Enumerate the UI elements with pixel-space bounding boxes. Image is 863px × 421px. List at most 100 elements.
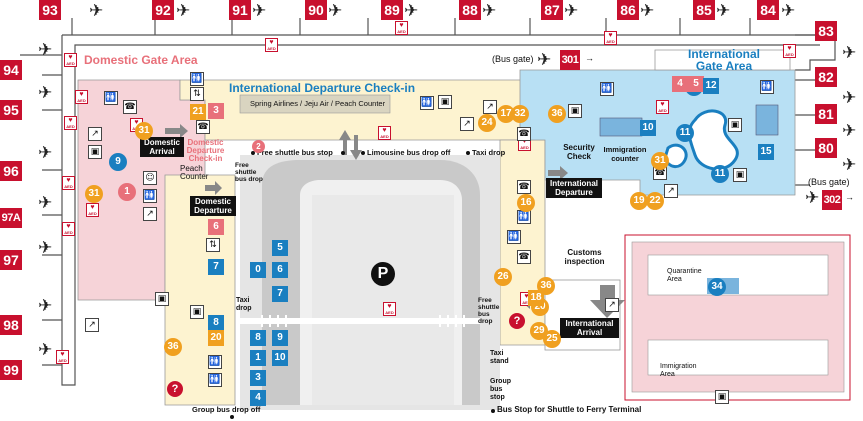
- gate-91[interactable]: 91: [229, 0, 251, 20]
- facility-badge: 6: [208, 219, 224, 235]
- plane-icon: ✈: [38, 40, 53, 60]
- facility-badge: 11: [676, 124, 694, 142]
- parking-space-4[interactable]: 4: [250, 390, 266, 406]
- atm-icon: ▣: [715, 390, 729, 404]
- parking-space-0[interactable]: 0: [250, 262, 266, 278]
- atm-icon: ▣: [733, 168, 747, 182]
- gate-81[interactable]: 81: [815, 104, 837, 124]
- parking-space-7[interactable]: 7: [272, 286, 288, 302]
- plane-icon: ✈: [38, 238, 53, 258]
- aed-icon: AED: [395, 21, 408, 35]
- immigration-counter-label: Immigration counter: [603, 145, 647, 163]
- restroom-icon: 🚻: [190, 72, 204, 86]
- gate-97a[interactable]: 97A: [0, 208, 22, 228]
- plane-icon: ✈: [252, 1, 267, 21]
- telephone-icon: ☎: [123, 100, 137, 114]
- telephone-icon: ☎: [196, 120, 210, 134]
- quarantine-area-label: Quarantine Area: [667, 268, 702, 283]
- parking-space-3[interactable]: 3: [250, 370, 266, 386]
- elevator-icon: ⇅: [206, 238, 220, 252]
- restroom-icon: 🚻: [208, 355, 222, 369]
- parking-space-5[interactable]: 5: [272, 240, 288, 256]
- gate-92[interactable]: 92: [152, 0, 174, 20]
- peach-counter-label: Peach Counter: [180, 164, 209, 181]
- aed-icon: AED: [64, 53, 77, 67]
- counter-strip-label: Spring Airlines / Jeju Air / Peach Count…: [250, 99, 386, 108]
- immigration-area-label: Immigration Area: [660, 363, 697, 378]
- arrow-right-icon: →: [845, 192, 854, 202]
- gate-89[interactable]: 89: [381, 0, 403, 20]
- plane-icon: ✈: [38, 296, 53, 316]
- gate-97[interactable]: 97: [0, 250, 22, 270]
- parking-space-8[interactable]: 8: [250, 330, 266, 346]
- parking-space-10[interactable]: 10: [272, 350, 288, 366]
- gate-86[interactable]: 86: [617, 0, 639, 20]
- gate-94[interactable]: 94: [0, 60, 22, 80]
- facility-badge: 21: [190, 104, 206, 120]
- domestic-departure-label: Domestic Departure: [190, 196, 236, 216]
- free-shuttle-bus-stop-label: Free shuttle bus stop: [257, 148, 333, 157]
- telephone-icon: ☎: [517, 180, 531, 194]
- atm-icon: ▣: [438, 95, 452, 109]
- information-icon[interactable]: ?: [509, 313, 525, 329]
- facility-badge: 10: [640, 120, 656, 136]
- plane-icon: ✈: [176, 1, 191, 21]
- restroom-icon: 🚻: [104, 91, 118, 105]
- restroom-icon: 🚻: [517, 210, 531, 224]
- aed-icon: AED: [75, 90, 88, 104]
- aed-icon: AED: [383, 302, 396, 316]
- parking-space-1[interactable]: 1: [250, 350, 266, 366]
- intl-gate-area-title: International Gate Area: [687, 47, 760, 73]
- atm-icon: ▣: [728, 118, 742, 132]
- plane-icon: ✈: [89, 1, 104, 21]
- gate-96[interactable]: 96: [0, 161, 22, 181]
- facility-badge: 25: [543, 330, 561, 348]
- gate-93[interactable]: 93: [39, 0, 61, 20]
- facility-badge: 17: [497, 105, 515, 123]
- bus-gate-top-label: (Bus gate): [492, 54, 534, 64]
- aed-icon: AED: [64, 116, 77, 130]
- restroom-icon: 🚻: [143, 189, 157, 203]
- gate-80[interactable]: 80: [815, 138, 837, 158]
- facility-badge: 24: [478, 114, 496, 132]
- bus-gate-302[interactable]: 302: [822, 190, 842, 210]
- information-icon[interactable]: ?: [167, 381, 183, 397]
- aed-icon: AED: [62, 176, 75, 190]
- gate-90[interactable]: 90: [305, 0, 327, 20]
- gate-84[interactable]: 84: [757, 0, 779, 20]
- group-bus-drop-off-label: Group bus drop off: [192, 405, 261, 414]
- gate-82[interactable]: 82: [815, 67, 837, 87]
- aed-icon: AED: [378, 126, 391, 140]
- gate-83[interactable]: 83: [815, 21, 837, 41]
- facility-badge: 7: [208, 259, 224, 275]
- facility-badge: 5: [688, 76, 704, 92]
- atm-icon: ▣: [88, 145, 102, 159]
- escalator-icon: ↗: [143, 207, 157, 221]
- gate-88[interactable]: 88: [459, 0, 481, 20]
- gate-99[interactable]: 99: [0, 360, 22, 380]
- gate-87[interactable]: 87: [541, 0, 563, 20]
- bullet-dot: [491, 409, 495, 413]
- facility-badge: 22: [646, 192, 664, 210]
- facility-badge: 31: [135, 122, 153, 140]
- security-check-label: Security Check: [563, 143, 595, 161]
- facility-badge: 36: [548, 105, 566, 123]
- intl-departure-checkin-title: International Departure Check-in: [229, 81, 416, 95]
- parking-space-6[interactable]: 6: [272, 262, 288, 278]
- gate-85[interactable]: 85: [693, 0, 715, 20]
- free-shuttle-bus-drop-left-label: Free shuttle bus drop: [235, 162, 263, 183]
- bus-gate-301[interactable]: 301: [560, 50, 580, 70]
- parking-space-9[interactable]: 9: [272, 330, 288, 346]
- plane-icon: ✈: [38, 143, 53, 163]
- gate-95[interactable]: 95: [0, 100, 22, 120]
- facility-badge: 11: [711, 165, 729, 183]
- gate-98[interactable]: 98: [0, 315, 22, 335]
- facility-badge: 15: [758, 144, 774, 160]
- facility-badge: 3: [208, 103, 224, 119]
- plane-icon: ✈: [38, 193, 53, 213]
- parking-icon[interactable]: P: [371, 262, 395, 286]
- aed-icon: AED: [783, 44, 796, 58]
- baby-room-icon: ☺: [143, 171, 157, 185]
- ferry-shuttle-stop-label: Bus Stop for Shuttle to Ferry Terminal: [497, 405, 642, 414]
- facility-badge: 19: [630, 192, 648, 210]
